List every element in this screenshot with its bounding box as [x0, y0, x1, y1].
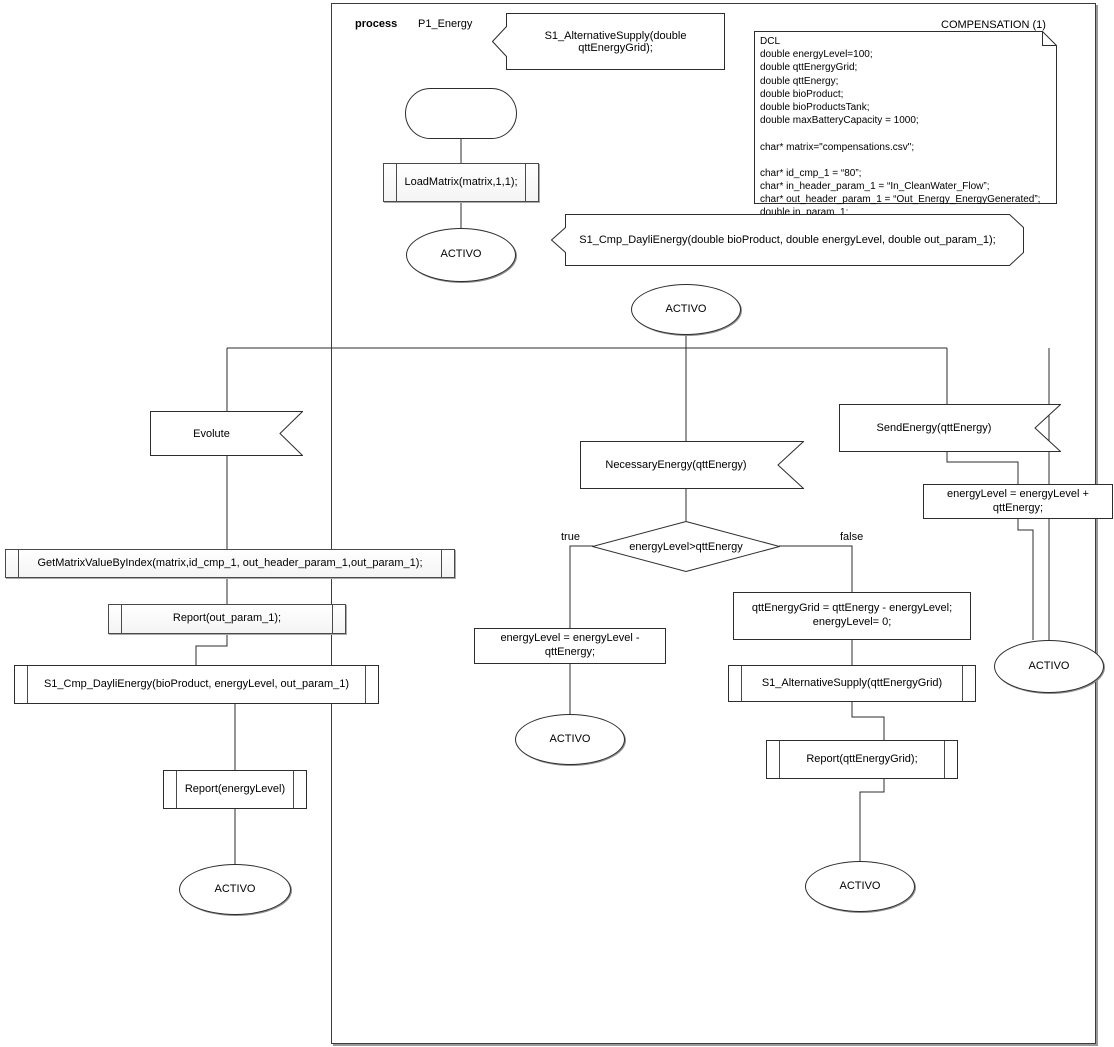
state-activo-true-end-label: ACTIVO [549, 732, 591, 745]
start-symbol [405, 88, 517, 139]
procedure-bar-left [741, 666, 742, 701]
state-activo-main: ACTIVO [631, 284, 741, 335]
compensation-label: COMPENSATION (1) [941, 19, 1046, 31]
state-activo-false-end-label: ACTIVO [839, 879, 881, 892]
procedure-bar-right [441, 550, 442, 577]
procedure-get-matrix-value-by-index: GetMatrixValueByIndex(matrix,id_cmp_1, o… [5, 549, 455, 578]
process-frame [331, 3, 1096, 1044]
process-keyword: process [355, 18, 398, 30]
task-subtract-energy: energyLevel = energyLevel - qttEnergy; [474, 628, 666, 664]
task-subtract-energy-label: energyLevel = energyLevel - qttEnergy; [500, 632, 640, 658]
task-add-energy-label: energyLevel = energyLevel + qttEnergy; [947, 487, 1089, 514]
state-activo-after-load-label: ACTIVO [440, 248, 482, 261]
signal-decl-alternative-supply-label: S1_AlternativeSupply(double qttEnergyGri… [544, 29, 687, 54]
state-activo-right-end: ACTIVO [994, 640, 1104, 693]
procedure-report-energy-level-label: Report(energyLevel) [184, 782, 286, 795]
procedure-bar-right [332, 605, 333, 633]
state-activo-true-end: ACTIVO [515, 714, 625, 765]
state-activo-after-load: ACTIVO [406, 228, 516, 282]
state-activo-right-end-label: ACTIVO [1028, 659, 1070, 672]
input-send-energy-label: SendEnergy(qttEnergy) [876, 422, 992, 434]
signal-decl-alternative-supply: S1_AlternativeSupply(double qttEnergyGri… [492, 13, 725, 70]
decision-energy-level-gt-qtt-energy: energyLevel>qttEnergy [592, 521, 780, 572]
procedure-call-cmp-dayli-energy: S1_Cmp_DayliEnergy(bioProduct, energyLev… [14, 665, 379, 704]
procedure-load-matrix: LoadMatrix(matrix,1,1); [383, 163, 539, 202]
signal-decl-cmp-dayli-energy: S1_Cmp_DayliEnergy(double bioProduct, do… [551, 214, 1024, 266]
procedure-bar-right [962, 666, 963, 701]
procedure-call-alternative-supply-label: S1_AlternativeSupply(qttEnergyGrid) [761, 676, 943, 689]
input-evolute: Evolute [150, 411, 303, 456]
procedure-report-out-param-label: Report(out_param_1); [172, 612, 282, 625]
procedure-report-qtt-energy-grid-label: Report(qttEnergyGrid); [806, 752, 918, 765]
procedure-call-alternative-supply: S1_AlternativeSupply(qttEnergyGrid) [728, 665, 976, 702]
state-activo-left-end: ACTIVO [179, 864, 291, 915]
state-activo-left-end-label: ACTIVO [214, 882, 256, 895]
procedure-bar-right [365, 666, 366, 703]
state-activo-false-end: ACTIVO [805, 861, 915, 912]
decision-label: energyLevel>qttEnergy [629, 540, 743, 553]
procedure-bar-left [396, 164, 397, 201]
procedure-bar-right [944, 741, 945, 778]
procedure-get-matrix-value-by-index-label: GetMatrixValueByIndex(matrix,id_cmp_1, o… [37, 556, 423, 569]
procedure-bar-left [121, 605, 122, 633]
procedure-bar-left [27, 666, 28, 703]
procedure-bar-left [779, 741, 780, 778]
procedure-report-out-param: Report(out_param_1); [108, 604, 346, 634]
task-compute-grid-energy: qttEnergyGrid = qttEnergy - energyLevel;… [733, 592, 971, 640]
procedure-load-matrix-label: LoadMatrix(matrix,1,1); [404, 175, 518, 188]
signal-decl-cmp-dayli-energy-label: S1_Cmp_DayliEnergy(double bioProduct, do… [579, 234, 996, 246]
declaration-note: DCL double energyLevel=100; double qttEn… [754, 31, 1057, 232]
procedure-bar-left [176, 771, 177, 808]
task-compute-grid-energy-label: qttEnergyGrid = qttEnergy - energyLevel;… [751, 602, 953, 628]
input-necessary-energy: NecessaryEnergy(qttEnergy) [580, 441, 804, 489]
procedure-call-cmp-dayli-energy-label: S1_Cmp_DayliEnergy(bioProduct, energyLev… [43, 677, 350, 690]
process-name: P1_Energy [418, 18, 473, 30]
procedure-bar-right [293, 771, 294, 808]
input-send-energy: SendEnergy(qttEnergy) [839, 404, 1061, 452]
input-necessary-energy-label: NecessaryEnergy(qttEnergy) [605, 459, 747, 471]
input-evolute-label: Evolute [193, 427, 230, 440]
procedure-report-qtt-energy-grid: Report(qttEnergyGrid); [766, 740, 958, 779]
procedure-bar-right [525, 164, 526, 201]
procedure-report-energy-level: Report(energyLevel) [163, 770, 307, 809]
task-add-energy: energyLevel = energyLevel + qttEnergy; [923, 484, 1113, 519]
decision-true-label: true [561, 531, 580, 543]
procedure-bar-left [18, 550, 19, 577]
decision-false-label: false [840, 531, 864, 543]
state-activo-main-label: ACTIVO [665, 302, 707, 315]
declaration-text: DCL double energyLevel=100; double qttEn… [760, 36, 1041, 232]
